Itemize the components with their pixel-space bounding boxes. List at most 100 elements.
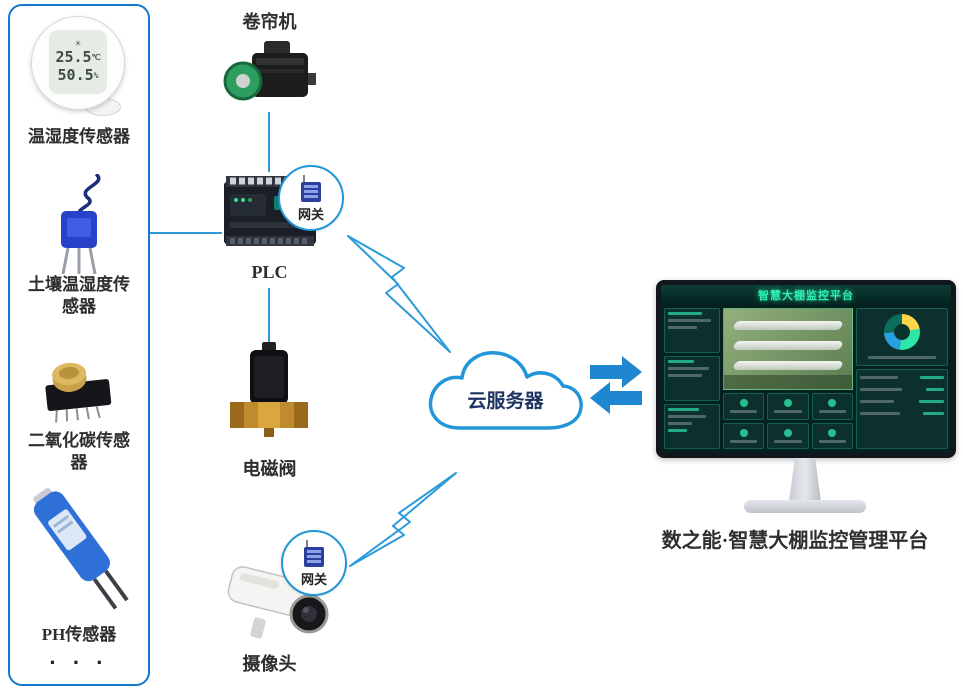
gateway-label: 网关	[300, 571, 327, 587]
screen-bar	[774, 410, 802, 414]
temp-humidity-sensor-image: ☀ 25.5℃ 50.5%	[10, 14, 148, 124]
stat-row	[860, 385, 944, 393]
valve-label: 电磁阀	[242, 459, 297, 479]
screen-bar	[918, 399, 944, 403]
screen-tile	[723, 422, 765, 449]
gateway-badge-camera: 网关	[281, 530, 347, 596]
monitor-stand	[789, 458, 821, 502]
tile-icon	[828, 399, 837, 408]
gateway-device-icon	[301, 174, 321, 202]
solenoid-valve-icon	[230, 342, 308, 437]
ph-sensor-icon	[33, 487, 129, 610]
sun-icon: ☀	[74, 39, 82, 48]
dashboard-header: 智慧大棚监控平台	[661, 285, 951, 305]
tile-icon	[783, 399, 792, 408]
stat-row	[860, 409, 944, 417]
screen-panel	[856, 369, 948, 449]
screen-bar	[860, 399, 894, 403]
screen-bar	[668, 312, 702, 315]
gateway-device-icon	[304, 539, 324, 567]
screen-bar	[668, 367, 709, 370]
screen-bar	[668, 429, 688, 432]
monitor-base	[744, 500, 866, 513]
screen-bar	[923, 411, 944, 415]
sensor-body: ☀ 25.5℃ 50.5%	[31, 16, 125, 110]
roller-machine-image	[222, 35, 317, 115]
screen-bar	[860, 375, 898, 379]
gateway-badge-plc: 网关	[278, 165, 344, 231]
platform-caption: 数之能·智慧大棚监控管理平台	[661, 530, 929, 552]
screen-bar	[868, 356, 936, 359]
screen-bar	[668, 408, 700, 411]
ph-sensor-label: PH传感器	[41, 625, 117, 644]
gateway-label: 网关	[297, 206, 324, 222]
stat-row	[860, 397, 944, 405]
screen-bar	[729, 410, 758, 414]
greenhouse-roof	[732, 361, 844, 370]
sensor-group-panel: ☀ 25.5℃ 50.5% 温湿度传感器 土壤温湿度传感器	[8, 4, 150, 686]
screen-tile	[767, 393, 809, 420]
dashboard-left-panels	[664, 308, 720, 449]
greenhouse-roof	[732, 341, 844, 350]
cloud-shape	[428, 351, 583, 430]
donut-chart	[884, 314, 920, 350]
screen-bar	[860, 411, 901, 415]
co2-sensor-icon	[45, 362, 112, 423]
screen-panel	[664, 356, 720, 401]
screen-bar	[774, 439, 802, 443]
monitor: 智慧大棚监控平台	[656, 280, 956, 458]
greenhouse-photo	[723, 308, 853, 390]
tile-icon	[739, 399, 748, 408]
greenhouse-roof	[732, 321, 844, 330]
tile-icon	[828, 428, 837, 437]
camera-icon	[227, 566, 329, 639]
plc-label: PLC	[251, 262, 288, 282]
screen-bar	[818, 410, 847, 414]
soil-sensor-label: 土壤温湿度传感器	[28, 275, 130, 317]
screen-tile	[767, 422, 809, 449]
solenoid-valve-image	[228, 342, 313, 455]
soil-sensor-image	[10, 174, 148, 274]
temperature-value: 25.5℃	[55, 48, 101, 66]
screen-bar	[818, 439, 847, 443]
more-sensors-ellipsis: · · ·	[49, 650, 109, 675]
cloud-server-label: 云服务器	[467, 391, 544, 412]
screen-bar	[668, 319, 712, 322]
screen-bar	[668, 360, 695, 363]
dashboard-bottom-tiles	[723, 393, 853, 449]
ph-sensor-image	[10, 476, 148, 624]
lightning-bolt-camera-to-cloud	[349, 472, 457, 567]
dashboard-title: 智慧大棚监控平台	[758, 290, 854, 302]
co2-sensor-image	[10, 350, 148, 426]
stat-row	[860, 373, 944, 381]
screen-bar	[668, 326, 697, 329]
co2-sensor-label: 二氧化碳传感器	[28, 431, 130, 473]
screen-bar	[668, 374, 702, 377]
screen-bar	[920, 375, 944, 379]
screen-bar	[925, 387, 944, 391]
camera-image	[222, 550, 334, 653]
screen-panel	[664, 404, 720, 449]
sensor-lcd: ☀ 25.5℃ 50.5%	[49, 30, 107, 94]
screen-bar	[668, 415, 707, 418]
screen-tile	[723, 393, 765, 420]
screen-bar	[668, 422, 692, 425]
greenhouse-ground	[724, 375, 852, 389]
tile-icon	[739, 428, 748, 437]
dashboard-screen: 智慧大棚监控平台	[661, 285, 951, 453]
screen-bar	[860, 387, 902, 391]
screen-panel	[664, 308, 720, 353]
temp-humidity-sensor: ☀ 25.5℃ 50.5%	[29, 14, 129, 120]
temp-humidity-sensor-label: 温湿度传感器	[28, 127, 130, 146]
lightning-bolt-plc-to-cloud	[347, 235, 451, 353]
arrow-left-icon	[590, 382, 642, 414]
screen-tile	[811, 393, 853, 420]
tile-icon	[783, 428, 792, 437]
screen-tile	[811, 422, 853, 449]
screen-panel	[856, 308, 948, 366]
humidity-value: 50.5%	[57, 66, 99, 84]
roller-machine-icon	[223, 41, 316, 101]
screen-bar	[729, 439, 758, 443]
